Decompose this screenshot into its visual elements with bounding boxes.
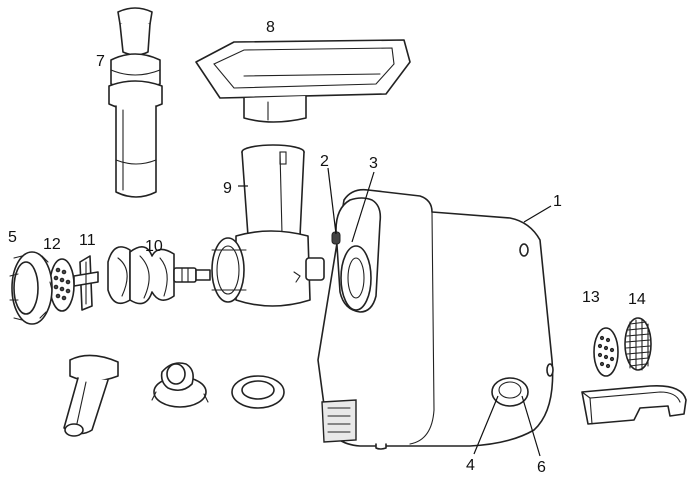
callout-6: 6 [537, 459, 546, 476]
cutting-plate-part [49, 258, 75, 312]
leader-lines [238, 167, 552, 457]
feeding-tube-part [211, 144, 325, 307]
pusher-part [108, 7, 163, 198]
leader-4 [473, 395, 499, 455]
callout-13: 13 [582, 289, 600, 306]
medium-plate-part [624, 317, 652, 371]
leader-1 [523, 205, 552, 223]
callout-11: 11 [79, 232, 96, 249]
callout-1: 1 [553, 193, 562, 210]
callout-5: 5 [8, 229, 17, 246]
leader-6 [521, 395, 541, 457]
cross-blade-part [73, 255, 99, 311]
leader-2 [327, 167, 337, 235]
callout-2: 2 [320, 153, 329, 170]
callout-4: 4 [466, 457, 475, 474]
tray-part [195, 39, 411, 123]
callout-12: 12 [43, 236, 61, 253]
callout-3: 3 [369, 155, 378, 172]
kebbe-cone-part [151, 362, 209, 408]
callout-8: 8 [266, 19, 275, 36]
storage-drawer-part [581, 384, 687, 425]
kebbe-ring-part [231, 375, 285, 409]
fine-plate-part [593, 327, 619, 377]
sausage-nozzle-part [63, 354, 119, 437]
callout-14: 14 [628, 291, 646, 308]
ring-nut-part [9, 251, 53, 325]
motor-housing-part [317, 188, 554, 450]
auger-part [107, 246, 211, 305]
callout-10: 10 [145, 238, 163, 255]
callout-7: 7 [96, 53, 105, 70]
leader-3 [351, 171, 375, 243]
callout-labels: 1 2 3 4 5 6 7 8 9 10 11 12 13 14 [8, 19, 646, 476]
callout-9: 9 [223, 180, 232, 197]
